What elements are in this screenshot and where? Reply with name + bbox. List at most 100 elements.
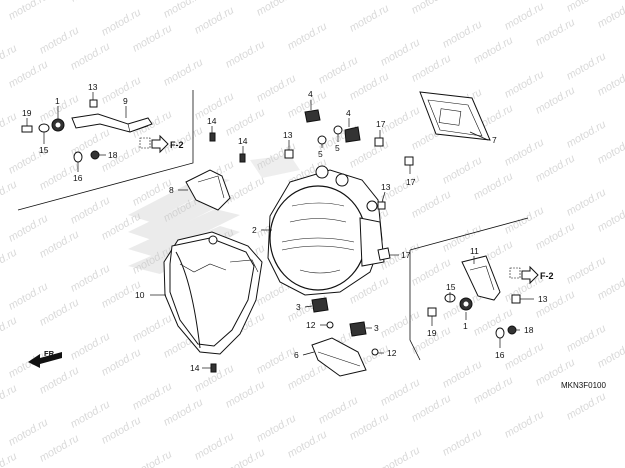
- watermark-text: motod.ru: [441, 358, 485, 390]
- label-16b: 16: [495, 350, 505, 360]
- label-13b: 13: [283, 130, 293, 140]
- bolt-19: [21, 125, 33, 133]
- watermark-text: motod.ru: [162, 396, 206, 428]
- watermark-text: motod.ru: [224, 0, 268, 3]
- watermark-text: motod.ru: [100, 414, 144, 446]
- watermark-text: motod.ru: [0, 246, 19, 278]
- watermark-text: motod.ru: [565, 390, 609, 422]
- mounting-plate-7: [419, 91, 491, 141]
- watermark-text: motod.ru: [503, 68, 547, 100]
- grommet-4a: [304, 109, 321, 123]
- watermark-text: motod.ru: [503, 408, 547, 440]
- watermark-text: motod.ru: [255, 344, 299, 376]
- watermark-text: motod.ru: [255, 412, 299, 444]
- label-19b: 19: [427, 328, 437, 338]
- watermark-text: motod.ru: [596, 0, 625, 31]
- cable-guide-8: [185, 169, 231, 211]
- watermark-text: motod.ru: [534, 16, 578, 48]
- screw-13c: [377, 201, 386, 210]
- watermark-text: motod.ru: [0, 110, 19, 142]
- drawing-code: MKN3F0100: [561, 381, 606, 390]
- label-15b: 15: [446, 282, 456, 292]
- screw-12a: [326, 321, 334, 329]
- bracket-9: [71, 113, 153, 133]
- label-5a: 5: [318, 149, 323, 159]
- watermark-text: motod.ru: [224, 446, 268, 468]
- leader-lines: [26, 92, 534, 369]
- watermark-text: motod.ru: [503, 136, 547, 168]
- watermark-text: motod.ru: [0, 382, 19, 414]
- screw-14c: [210, 363, 217, 373]
- clip-17c: [377, 247, 391, 261]
- watermark-text: motod.ru: [565, 118, 609, 150]
- label-5b: 5: [335, 143, 340, 153]
- watermark-text: motod.ru: [131, 448, 175, 468]
- watermark-text: motod.ru: [441, 426, 485, 458]
- watermark-text: motod.ru: [565, 322, 609, 354]
- bolt-19b: [427, 307, 437, 317]
- watermark-text: motod.ru: [441, 154, 485, 186]
- watermark-text: motod.ru: [0, 450, 19, 468]
- watermark-text: motod.ru: [472, 374, 516, 406]
- watermark-text: motod.ru: [193, 4, 237, 36]
- label-18: 18: [108, 150, 118, 160]
- watermark-text: motod.ru: [0, 178, 19, 210]
- watermark-text: motod.ru: [317, 54, 361, 86]
- watermark-text: motod.ru: [317, 0, 361, 1]
- front-direction-indicator: FR.: [28, 349, 62, 368]
- watermark-text: motod.ru: [100, 6, 144, 38]
- watermark-text: motod.ru: [379, 36, 423, 68]
- watermark-text: motod.ru: [100, 346, 144, 378]
- collar-5b: [333, 125, 343, 135]
- inset-box-left: [17, 90, 194, 211]
- watermark-text: motod.ru: [286, 20, 330, 52]
- watermark-text: motod.ru: [534, 220, 578, 252]
- watermark-text: motod.ru: [69, 40, 113, 72]
- label-12b: 12: [387, 348, 397, 358]
- watermark-text: motod.ru: [38, 24, 82, 56]
- watermark-text: motod.ru: [38, 228, 82, 260]
- watermark-text: motod.ru: [410, 52, 454, 84]
- watermark-text: motod.ru: [255, 0, 299, 19]
- watermark-text: motod.ru: [534, 152, 578, 184]
- watermark-text: motod.ru: [534, 84, 578, 116]
- watermark-text: motod.ru: [162, 56, 206, 88]
- watermark-text: motod.ru: [224, 106, 268, 138]
- watermark-text: motod.ru: [348, 410, 392, 442]
- watermark-text: motod.ru: [7, 212, 51, 244]
- watermark-text: motod.ru: [565, 0, 609, 15]
- center-top-fasteners: [209, 109, 414, 166]
- collar-16: [73, 151, 83, 163]
- watermark-text: motod.ru: [286, 360, 330, 392]
- watermark-text: motod.ru: [224, 378, 268, 410]
- bracket-assembly-right: F-2: [427, 255, 554, 339]
- watermark-text: motod.ru: [100, 142, 144, 174]
- watermark-text: motod.ru: [69, 262, 113, 294]
- watermark-text: motod.ru: [348, 70, 392, 102]
- watermark-text: motod.ru: [131, 380, 175, 412]
- watermark-text: motod.ru: [472, 306, 516, 338]
- grommet-4b: [344, 126, 361, 143]
- ref-label-right: F-2: [540, 271, 554, 281]
- collar-5a: [317, 135, 327, 145]
- watermark-text: motod.ru: [596, 202, 625, 234]
- label-17b: 17: [406, 177, 416, 187]
- watermark-text: motod.ru: [69, 330, 113, 362]
- watermark-text: motod.ru: [565, 254, 609, 286]
- label-17c: 17: [401, 250, 411, 260]
- watermark-text: motod.ru: [162, 0, 206, 21]
- watermark-text: motod.ru: [224, 174, 268, 206]
- label-2: 2: [252, 225, 257, 235]
- label-3b: 3: [374, 323, 379, 333]
- label-11: 11: [470, 246, 479, 256]
- screw-13b: [284, 149, 294, 159]
- watermark-text: motod.ru: [0, 314, 19, 346]
- bracket-11: [461, 255, 501, 301]
- watermark-text: motod.ru: [410, 188, 454, 220]
- watermark-text: motod.ru: [410, 392, 454, 424]
- watermark-text: motod.ru: [7, 0, 51, 23]
- watermark-text: motod.ru: [565, 186, 609, 218]
- watermark-text: motod.ru: [38, 364, 82, 396]
